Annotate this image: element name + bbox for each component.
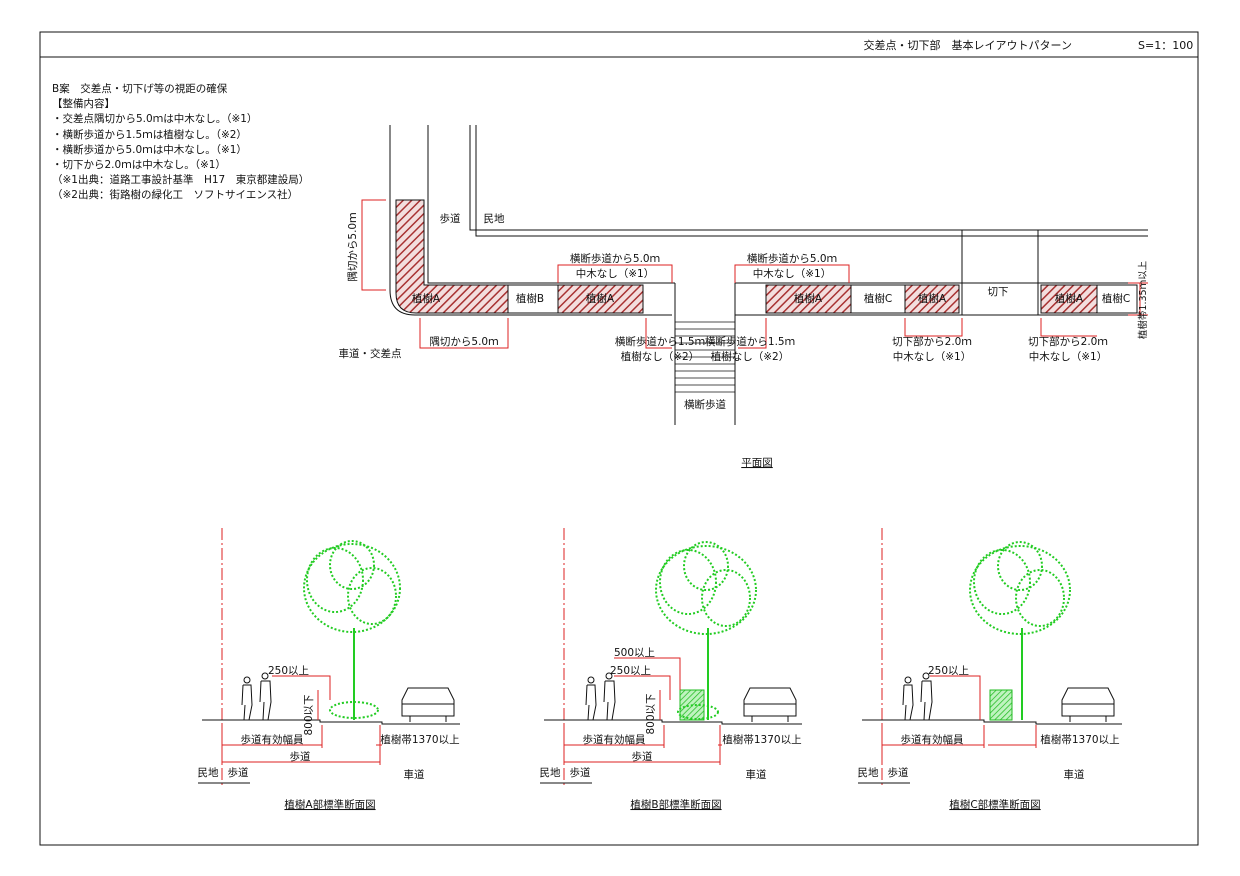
- zone-label: 植樹A: [794, 292, 823, 305]
- car-icon: [743, 687, 797, 722]
- zone-label: 植樹A: [1055, 292, 1084, 305]
- label-private-land: 民地: [540, 766, 561, 779]
- label-roadway: 車道: [404, 768, 425, 781]
- label-curb-cut: 切下: [988, 286, 1009, 298]
- plan-caption: 平面図: [741, 457, 773, 469]
- planting-zone-a-4: [904, 284, 960, 314]
- section-dimensions: [881, 675, 1037, 765]
- dim-cw-15-left-2: 植樹なし（※2）: [621, 350, 699, 363]
- dim-corner-cut-horizontal: 隅切から5.0ｍ: [429, 336, 498, 348]
- dim-planting: 植樹帯1370以上: [722, 733, 801, 746]
- dim-sidewalk: 歩道: [290, 750, 311, 763]
- dim-corner-cut-vertical: 隅切から5.0ｍ: [347, 212, 359, 281]
- dim-top: 250以上: [610, 665, 651, 677]
- crosswalk-stripes: [675, 321, 735, 393]
- dim-cw-5m-right-1: 横断歩道から5.0ｍ: [747, 252, 837, 265]
- plan-dimension-lines: [361, 199, 1148, 349]
- dim-height: 800以下: [303, 694, 315, 735]
- pedestrian-icon: [585, 672, 616, 721]
- tree-crown: [969, 541, 1071, 635]
- dim-top: 250以上: [268, 665, 309, 677]
- shrub: [329, 701, 379, 719]
- notes-item: ・交差点隅切から5.0ｍは中木なし。（※1）: [52, 113, 258, 126]
- notes-item: ・横断歩道から1.5ｍは植樹なし。（※2）: [52, 128, 247, 141]
- section-a: 250以上 800以下 歩道有効幅員 植樹帯1370以上 歩道 民地 歩道 車道…: [198, 528, 460, 811]
- section-c: 250以上 歩道有効幅員 植樹帯1370以上 民地 歩道 車道 植樹C部標準断面…: [858, 528, 1122, 811]
- ground-line: [544, 719, 802, 725]
- dim-cw-15-right-1: 横断歩道から1.5ｍ: [705, 335, 795, 348]
- section-dimensions: [221, 675, 382, 765]
- section-title: 植樹B部標準断面図: [630, 798, 721, 811]
- section-dimensions: [563, 657, 722, 765]
- label-sidewalk: 歩道: [440, 212, 461, 225]
- zone-label: 植樹C: [864, 292, 892, 305]
- notes-source: （※2出典：街路樹の緑化工 ソフトサイエンス社）: [52, 189, 299, 202]
- zone-labels: 植樹A 植樹B 植樹A 植樹A 植樹C 植樹A 植樹A 植樹C: [412, 292, 1130, 305]
- label-roadway: 車道: [1064, 768, 1086, 781]
- label-crosswalk: 横断歩道: [684, 398, 726, 411]
- notes-item: ・切下から2.0ｍは中木なし。（※1）: [52, 159, 226, 172]
- dim-top: 250以上: [928, 665, 969, 677]
- sheet-scale: S=1：100: [1138, 39, 1193, 52]
- dim-sidewalk: 歩道: [632, 750, 653, 763]
- dim-cw-15-left-1: 横断歩道から1.5ｍ: [615, 335, 705, 348]
- dim-cut-2m-2a: 切下部から2.0ｍ: [1028, 335, 1108, 348]
- shrub: [677, 704, 719, 720]
- dim-cut-2m-2b: 中木なし（※1）: [1029, 350, 1107, 363]
- dim-effective: 歩道有効幅員: [241, 733, 304, 746]
- dim-cw-5m-right-2: 中木なし（※1）: [753, 267, 831, 280]
- shrub-block: [989, 689, 1013, 721]
- planting-zone-a-3: [765, 284, 852, 314]
- notes-block: B案 交差点・切下げ等の視距の確保 【整備内容】 ・交差点隅切から5.0ｍは中木…: [52, 82, 309, 204]
- dim-top-2: 500以上: [614, 647, 655, 659]
- ground-line: [862, 719, 1122, 725]
- label-roadway: 車道: [746, 768, 767, 781]
- dim-planting-width: 植樹帯1.35ｍ以上: [1137, 260, 1149, 339]
- planting-zone-a-2: [557, 284, 644, 314]
- label-private-land: 民地: [484, 212, 505, 225]
- dim-cw-15-right-2: 植樹なし（※2）: [711, 350, 789, 363]
- dim-cw-5m-left-1: 横断歩道から5.0ｍ: [570, 252, 660, 265]
- dim-cut-2m-1b: 中木なし（※1）: [893, 350, 971, 363]
- section-title: 植樹C部標準断面図: [949, 798, 1040, 811]
- planting-zone-a-5: [1040, 284, 1098, 314]
- notes-item: ・横断歩道から5.0ｍは中木なし。（※1）: [52, 143, 247, 156]
- label-roadway-intersection: 車道・交差点: [339, 347, 402, 360]
- zone-label: 植樹B: [516, 292, 544, 305]
- tree-crown: [303, 540, 401, 633]
- dim-height: 800以下: [645, 693, 657, 734]
- car-icon: [1061, 687, 1115, 722]
- tree-crown: [655, 541, 757, 635]
- dim-planting: 植樹帯1370以上: [380, 733, 459, 746]
- label-private-land: 民地: [858, 766, 879, 779]
- sheet-title: 交差点・切下部 基本レイアウトパターン: [864, 38, 1072, 52]
- dim-effective: 歩道有効幅員: [901, 733, 964, 746]
- zone-label: 植樹C: [1102, 292, 1130, 305]
- dim-effective: 歩道有効幅員: [583, 733, 646, 746]
- car-icon: [401, 687, 455, 722]
- zone-label: 植樹A: [586, 292, 615, 305]
- label-sidewalk: 歩道: [228, 766, 249, 779]
- dim-cut-2m-1a: 切下部から2.0ｍ: [892, 335, 972, 348]
- notes-subheading: 【整備内容】: [52, 98, 115, 111]
- pedestrian-icon: [902, 672, 933, 721]
- zone-label: 植樹A: [412, 292, 441, 305]
- section-b: 500以上 250以上 800以下 歩道有効幅員 植樹帯1370以上 歩道 民地…: [540, 528, 802, 811]
- sheet-border: [39, 31, 1199, 846]
- pedestrian-icon: [241, 672, 272, 721]
- dim-cw-5m-left-2: 中木なし（※1）: [576, 267, 654, 280]
- notes-heading: B案 交差点・切下げ等の視距の確保: [52, 83, 228, 95]
- label-sidewalk: 歩道: [570, 766, 591, 779]
- planting-zone-a-corner: [395, 199, 509, 314]
- planting-zone-b: [507, 284, 559, 314]
- section-title: 植樹A部標準断面図: [284, 798, 375, 811]
- dim-planting: 植樹帯1370以上: [1040, 733, 1119, 746]
- notes-source: （※1出典：道路工事設計基準 H17 東京都建設局）: [52, 174, 310, 187]
- label-sidewalk: 歩道: [888, 766, 909, 779]
- zone-label: 植樹A: [918, 292, 947, 305]
- ground-line: [202, 719, 460, 725]
- planting-zone-c-2: [1096, 284, 1138, 314]
- label-private-land: 民地: [198, 766, 219, 779]
